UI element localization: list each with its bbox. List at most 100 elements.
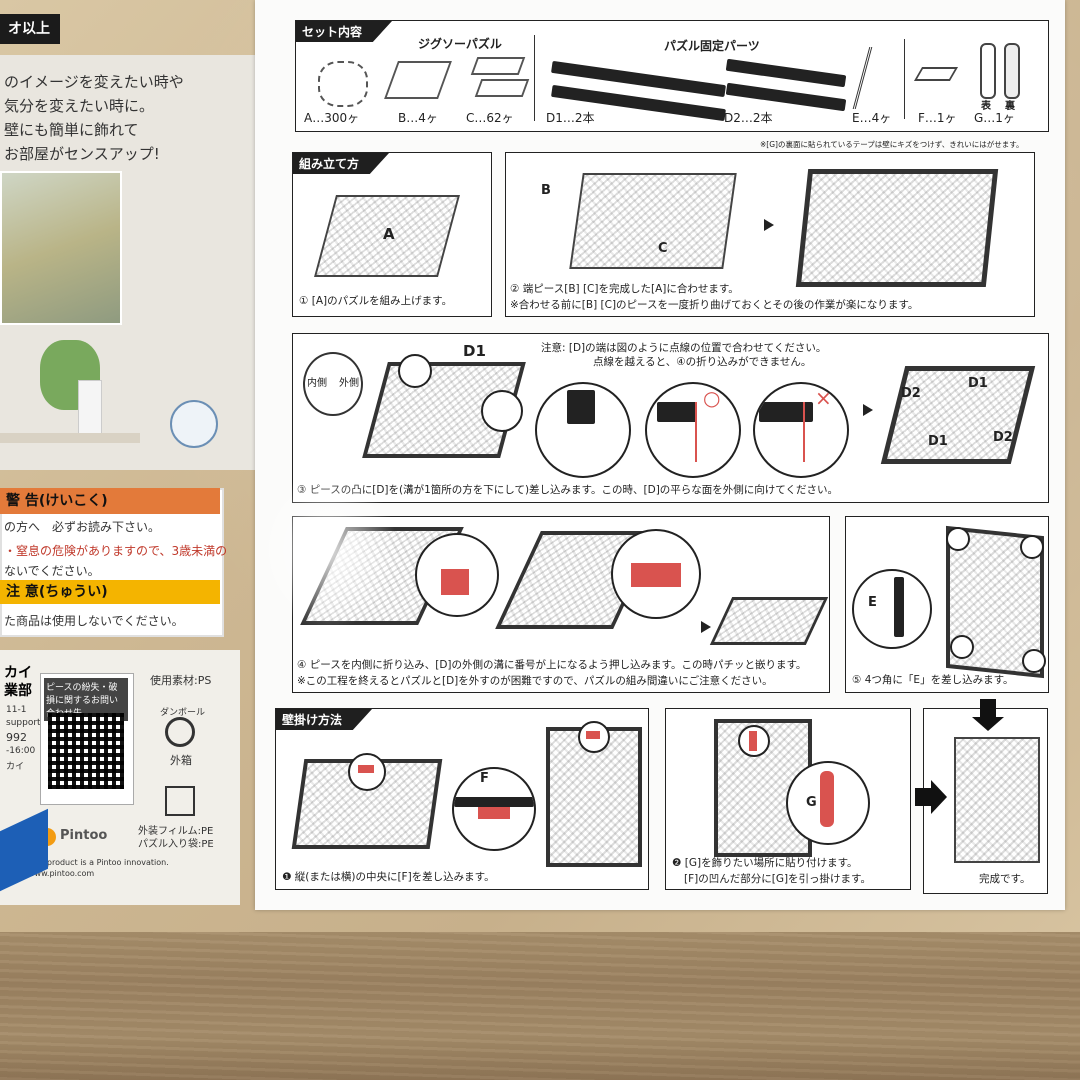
- label-g: G: [806, 795, 817, 810]
- hanger-g-back-icon: [1004, 43, 1020, 99]
- label-d2-b: D2: [993, 430, 1013, 445]
- warning-line-1: の方へ 必ずお読み下さい。: [4, 520, 161, 534]
- step4-caption-a: ④ ピースを内側に折り込み、[D]の外側の溝に番号が上になるよう押し込みます。こ…: [297, 659, 807, 671]
- detail-ok-circle: [645, 382, 741, 478]
- push-detail-circle: [611, 529, 701, 619]
- step1-panel: 組み立て方 A ① [A]のパズルを組み上げます。: [292, 152, 492, 317]
- qr-code-icon[interactable]: [48, 713, 124, 789]
- contents-title: セット内容: [296, 21, 393, 42]
- brand-name: Pintoo: [60, 828, 108, 843]
- address-4: -16:00: [6, 746, 36, 756]
- arrow-right-icon: [764, 219, 774, 231]
- item-g: G…1ヶ: [974, 111, 1015, 125]
- hanging-step1-caption: ❶ 縦(または横)の中央に[F]を差し込みます。: [282, 871, 495, 883]
- label-d1: D1: [463, 342, 486, 360]
- rail-d2-icon: [725, 82, 847, 112]
- shelf: [0, 433, 140, 443]
- bag-text: パズル入り袋:PE: [138, 839, 214, 850]
- step1-caption: ① [A]のパズルを組み上げます。: [299, 295, 453, 307]
- cardboard-text: ダンボール: [160, 708, 206, 718]
- brand-seal-icon: [170, 400, 218, 448]
- corner-mark: [1022, 649, 1046, 673]
- hanging-step2-caption-b: [F]の凹んだ部分に[G]を引っ掛けます。: [684, 873, 872, 885]
- label-d1-c: D1: [928, 434, 948, 449]
- site-text: www.pintoo.com: [28, 869, 95, 878]
- flyer-line-1: のイメージを変えたい時や: [4, 73, 184, 91]
- puzzle-finished-hanging: [954, 737, 1040, 863]
- company-name-2: 業部: [4, 683, 32, 699]
- top-circle: [578, 721, 610, 753]
- piece-c-icon: [474, 79, 530, 97]
- corner-mark: [1020, 535, 1044, 559]
- inner-label: 内側: [307, 378, 327, 389]
- label-d1-b: D1: [968, 376, 988, 391]
- down-arrow-icon: [980, 699, 996, 717]
- film-text: 外装フィルム:PE: [138, 826, 214, 837]
- zoom-circle: [481, 390, 523, 432]
- arrow-right-icon: [701, 621, 711, 633]
- material-text: 使用素材:PS: [150, 674, 212, 687]
- plastic-recycle-icon: [165, 786, 195, 816]
- inner-outer-diagram: [303, 352, 363, 416]
- step5-caption: ⑤ 4つ角に「E」を差し込みます。: [852, 674, 1014, 686]
- address-5: カイ: [6, 762, 25, 772]
- hanger-circle: [738, 725, 770, 757]
- hanging-step1-panel: 壁掛け方法 F ❶ 縦(または横)の中央に[F]を差し込みます。: [275, 708, 649, 890]
- done-caption: 完成です。: [979, 873, 1031, 885]
- caution-title: 注 意(ちゅうい): [0, 580, 220, 604]
- detail-rail-circle: [535, 382, 631, 478]
- step3-caption: ③ ピースの凸に[D]を(溝が1箇所の方を下にして)差し込みます。この時、[D]…: [297, 484, 838, 496]
- puzzle-finished: [709, 597, 829, 645]
- warning-title: 警 告(けいこく): [0, 488, 220, 514]
- company-name-1: カイ: [4, 665, 32, 681]
- innovation-text: This product is a Pintoo innovation.: [28, 858, 169, 867]
- puzzle-folded-edges: [795, 169, 999, 287]
- item-e: E…4ヶ: [852, 111, 892, 125]
- piece-b-icon: [384, 61, 452, 99]
- wooden-table: [0, 930, 1080, 1080]
- step3-panel: 内側 外側 D1 注意: [D]の端は図のように点線の位置で合わせてください。 …: [292, 333, 1049, 503]
- item-d1: D1…2本: [546, 111, 595, 125]
- label-d2-a: D2: [901, 386, 921, 401]
- fold-detail-circle: [415, 533, 499, 617]
- label-a: A: [383, 225, 395, 243]
- divider: [904, 39, 905, 119]
- ok-mark: ○: [703, 386, 721, 410]
- step5-panel: E ⑤ 4つ角に「E」を差し込みます。: [845, 516, 1049, 693]
- puzzle-with-edges: [569, 173, 737, 269]
- recycle-icon: [165, 717, 195, 747]
- address-3: 992: [6, 731, 27, 744]
- rail-d2-icon: [725, 58, 847, 88]
- corner-mark: [946, 527, 970, 551]
- front-label: 表: [981, 101, 991, 112]
- detail-ng-circle: [753, 382, 849, 478]
- right-arrow-icon: [915, 788, 933, 806]
- flyer-line-4: お部屋がセンスアップ!: [4, 145, 160, 163]
- product-flyer: のイメージを変えたい時や 気分を変えたい時に。 壁にも簡単に飾れて お部屋がセン…: [0, 55, 262, 470]
- item-c: C…62ヶ: [466, 111, 514, 125]
- hook-detail-circle: [452, 767, 536, 851]
- center-circle: [348, 753, 386, 791]
- step4-caption-b: ※この工程を終えるとパズルと[D]を外すのが困難ですので、パズルの組み間違いにご…: [297, 675, 773, 687]
- zoom-circle: [398, 354, 432, 388]
- notice-2: 点線を越えると、④の折り込みができません。: [593, 356, 812, 368]
- step2-panel: B C ② 端ピース[B] [C]を完成した[A]に合わせます。 ※合わせる前に…: [505, 152, 1035, 317]
- back-label: 裏: [1005, 101, 1015, 112]
- hanging-step2-panel: G ❷ [G]を飾りたい場所に貼り付けます。 [F]の凹んだ部分に[G]を引っ掛…: [665, 708, 911, 890]
- label-f: F: [480, 771, 489, 786]
- item-a: A…300ヶ: [304, 111, 360, 125]
- assembly-title: 組み立て方: [293, 153, 390, 174]
- age-badge: オ以上: [0, 14, 60, 44]
- hook-f-icon: [913, 67, 959, 81]
- hanging-finish-panel: 完成です。: [923, 699, 1048, 894]
- flyer-line-2: 気分を変えたい時に。: [4, 97, 155, 115]
- corner-detail-circle: [852, 569, 932, 649]
- item-f: F…1ヶ: [918, 111, 957, 125]
- outer-box-text: 外箱: [170, 754, 192, 767]
- right-arrow-head: [931, 780, 947, 814]
- address-1: 11-1: [6, 705, 27, 715]
- step2-caption-a: ② 端ピース[B] [C]を完成した[A]に合わせます。: [510, 283, 739, 295]
- warning-line-3: ないでください。: [4, 564, 100, 578]
- contents-note: ※[G]の裏面に貼られているテープは壁にキズをつけず、きれいにはがせます。: [760, 140, 1024, 149]
- step2-caption-b: ※合わせる前に[B] [C]のピースを一度折り曲げておくとその後の作業が楽になり…: [510, 299, 919, 311]
